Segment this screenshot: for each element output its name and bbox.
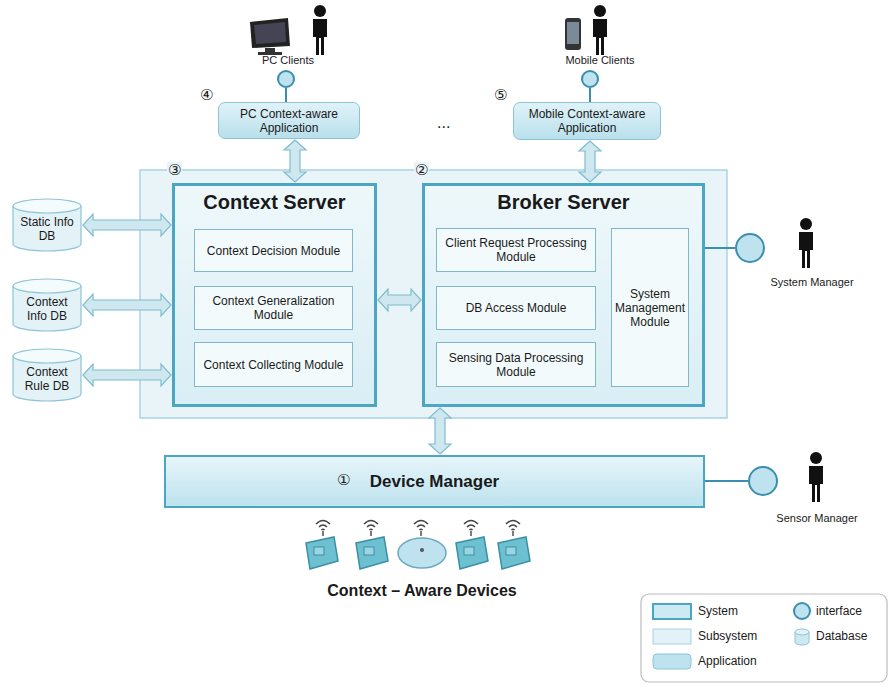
interface-circle: System Manager [735,233,765,263]
node-label: Static Info DB [16,215,78,243]
module-box: Context Generalization Module [194,286,353,330]
node-label: Sensing Data Processing Module [443,351,589,379]
interface-line [589,88,591,102]
database-cylinder: Context Rule DB [12,348,82,402]
system-band [140,170,727,418]
node-label: Mobile Clients [565,54,634,66]
legend-swatch [653,629,691,644]
database-cylinder: Context Info DB [12,278,82,332]
legend-swatch [794,603,810,619]
legend-text: Database [816,629,867,643]
legend-swatch [795,629,809,645]
callout-number: ④ [200,87,213,104]
callout-number: ② [414,162,429,179]
user-icon [809,452,823,502]
ellipsis: ... [437,114,450,132]
double-arrow [83,214,171,236]
module-box: System Management Module [611,228,689,387]
module-box: Client Request Processing Module [436,228,596,272]
double-arrow [378,289,421,311]
node-label: Device Manager [370,472,499,492]
double-arrow [284,140,306,182]
callout-number: ⑤ [494,87,507,104]
node-label: Context Collecting Module [203,358,343,372]
user-icon [799,218,813,268]
node-label: System Management Module [615,287,685,329]
double-arrow [83,364,171,386]
legend-text: Subsystem [698,629,757,643]
legend-swatch [653,654,691,669]
module-box: Sensing Data Processing Module [436,342,596,387]
module-box: DB Access Module [436,286,596,330]
device-illustration [306,521,530,570]
node-label: PC Context-aware Application [225,107,353,135]
node-label: System Manager [770,276,853,288]
node-label: Context Generalization Module [201,294,346,322]
node-label: Context Info DB [16,295,78,323]
legend-text: Application [698,654,757,668]
database-cylinder: Static Info DB [12,198,82,252]
node-label: Mobile Context-aware Application [520,107,654,135]
module-box: Context Collecting Module [194,342,353,387]
user-icon [593,5,607,55]
callout-number: ③ [167,162,182,179]
device-manager-box: Device Manager [164,455,705,508]
callout-number: ① [337,472,350,489]
node-label: DB Access Module [466,301,567,315]
interface-line [705,247,735,249]
phone-icon [565,18,581,50]
interface-circle: Sensor Manager [748,466,778,496]
pc-icon [250,18,290,55]
interface-line [705,480,748,482]
interface-line [285,88,287,102]
node-label: Client Request Processing Module [443,236,589,264]
legend-frame [641,594,887,682]
legend-text: interface [816,604,862,618]
node-label: Context Rule DB [16,365,78,393]
legend-text: System [698,604,738,618]
node-label: Sensor Manager [776,512,857,524]
node-label: Context Decision Module [207,244,340,258]
server-title: Broker Server [425,186,702,214]
server-title: Context Server [175,186,374,214]
interface-circle: PC Clients [277,70,295,88]
double-arrow [579,141,601,182]
user-icon [313,5,327,55]
application-box: Mobile Context-aware Application [513,102,661,140]
double-arrow [83,294,171,316]
server-box: Context ServerContext Decision ModuleCon… [172,183,377,407]
application-box: PC Context-aware Application [218,102,360,139]
server-box: Broker ServerClient Request Processing M… [422,183,705,407]
node-label: PC Clients [262,54,314,66]
module-box: Context Decision Module [194,229,353,272]
double-arrow [429,408,451,454]
interface-circle: Mobile Clients [581,70,599,88]
caption-label: Context – Aware Devices [327,582,516,600]
legend-swatch [653,604,691,619]
